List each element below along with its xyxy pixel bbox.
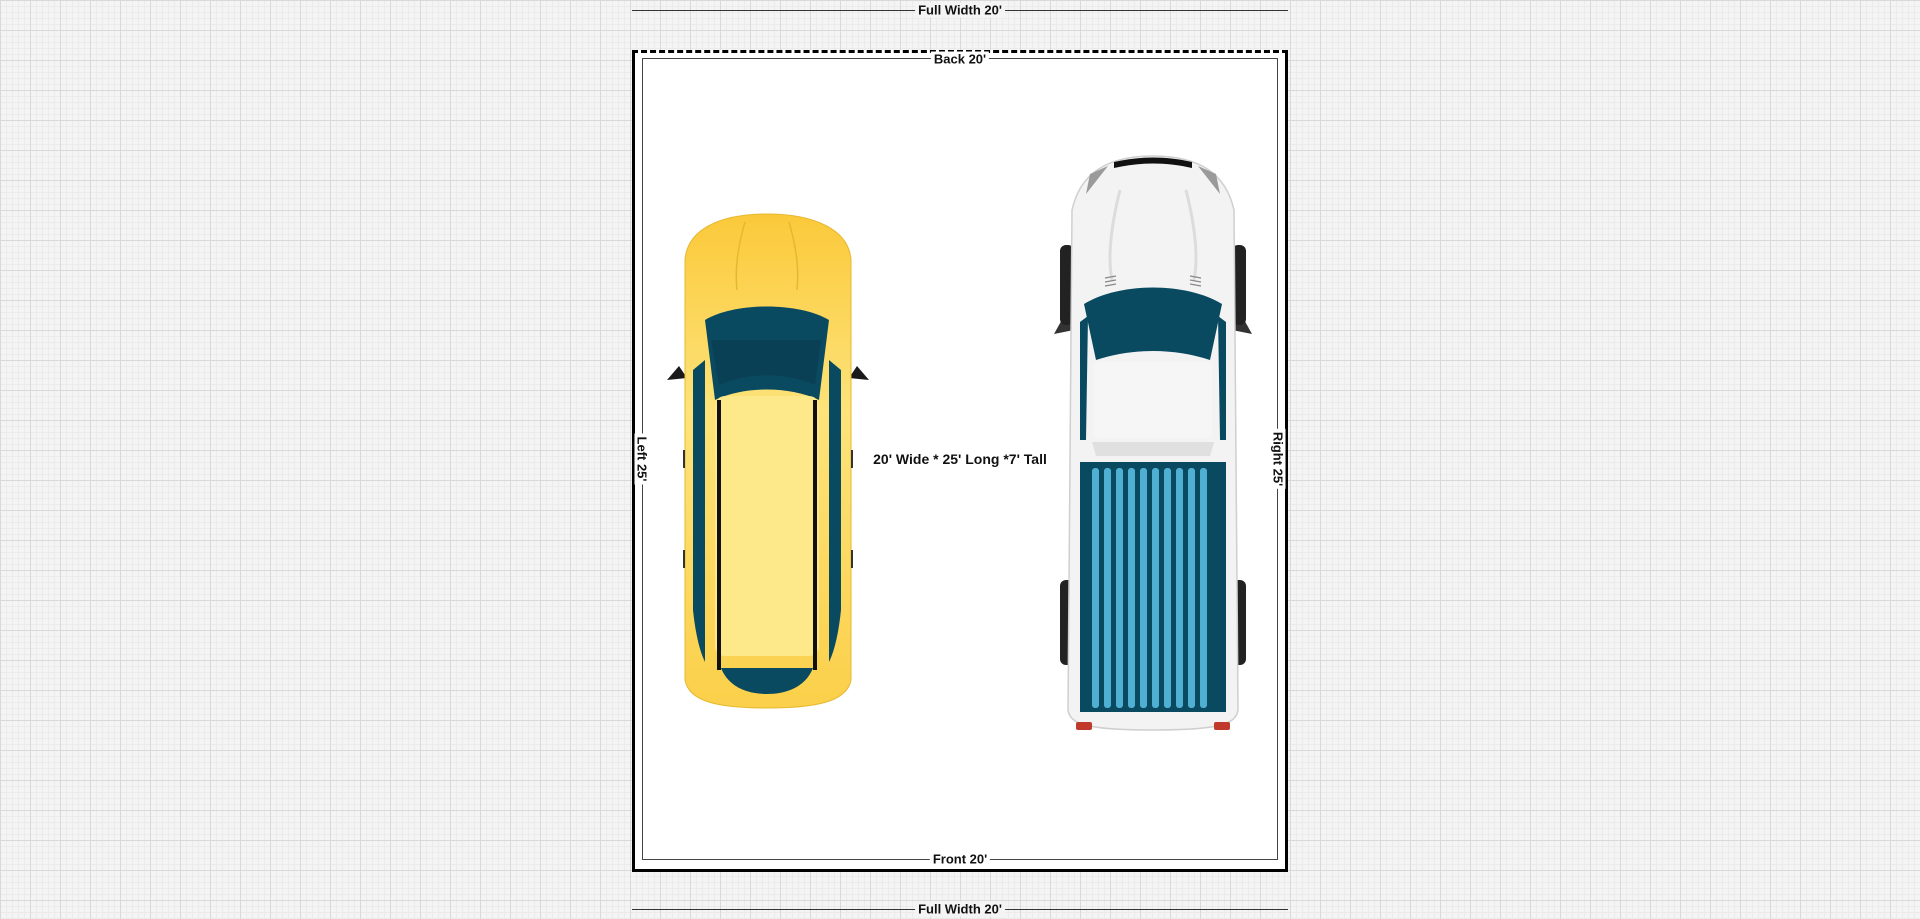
left-wall-label: Left 25' bbox=[634, 433, 650, 485]
back-wall-label: Back 20' bbox=[930, 51, 990, 67]
yellow-minivan[interactable] bbox=[665, 210, 871, 710]
front-wall-label: Front 20' bbox=[929, 851, 991, 867]
right-wall-label: Right 25' bbox=[1270, 428, 1286, 490]
white-pickup-truck[interactable] bbox=[1050, 150, 1256, 735]
garage-size-summary: 20' Wide * 25' Long *7' Tall bbox=[873, 451, 1047, 467]
bottom-full-width-label: Full Width 20' bbox=[915, 901, 1005, 917]
top-full-width-label: Full Width 20' bbox=[915, 2, 1005, 18]
bed-ribs bbox=[1092, 468, 1207, 708]
